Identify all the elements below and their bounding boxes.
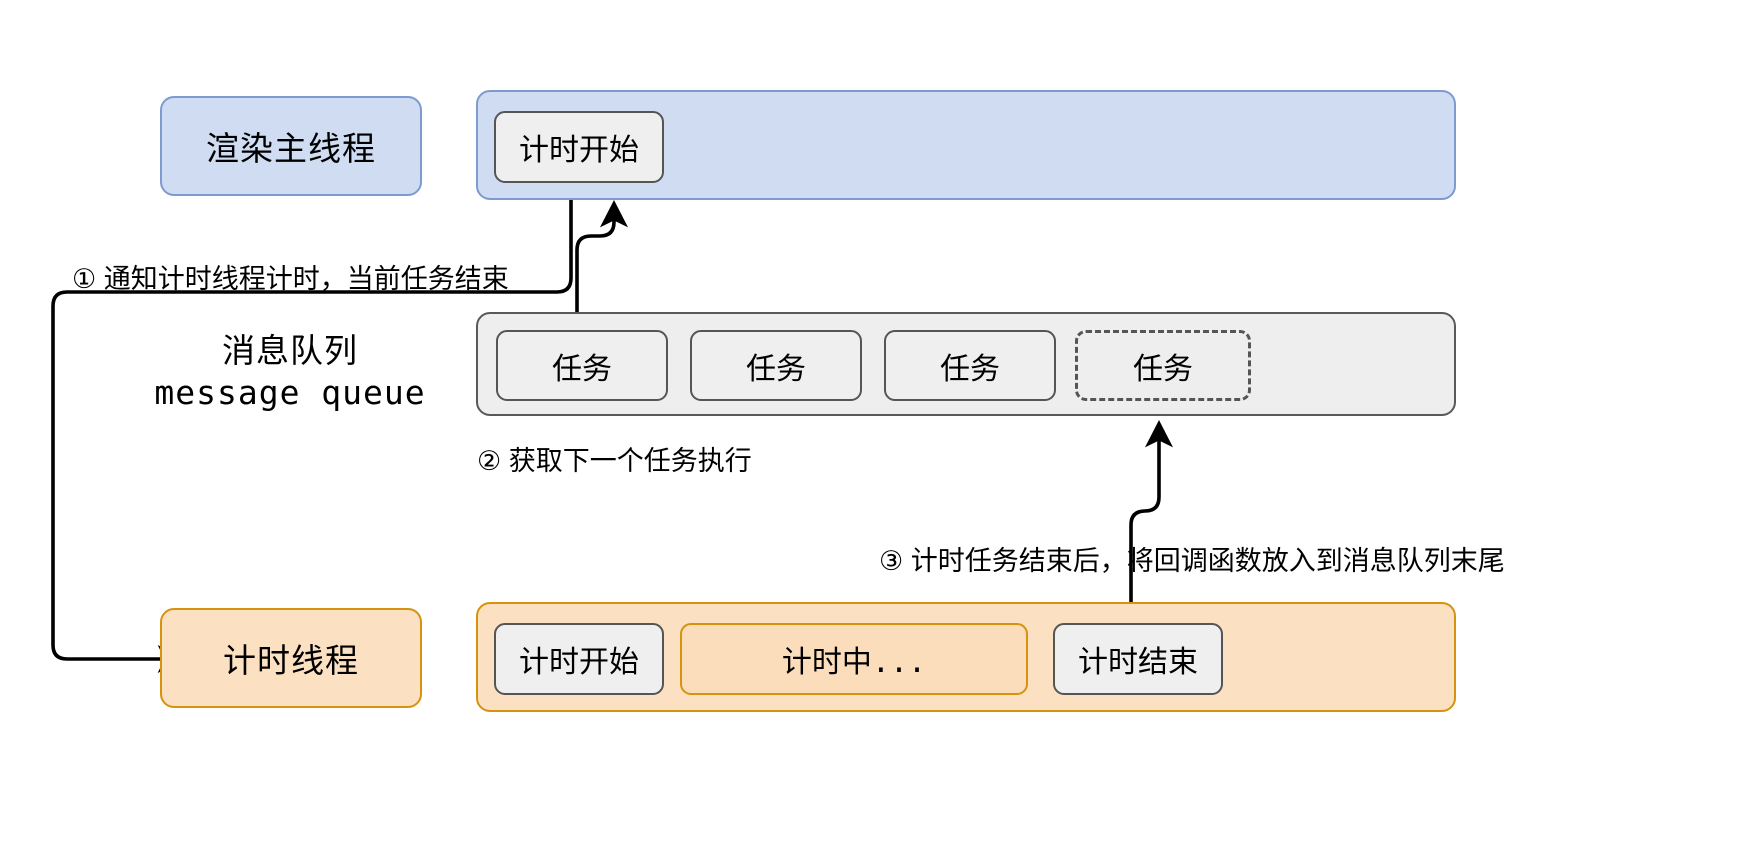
lane-label-message-queue-en: message queue: [154, 373, 426, 413]
queue-task-box-3[interactable]: 任务: [884, 330, 1056, 401]
lane-label-message-queue-cn: 消息队列: [222, 332, 358, 369]
arrow-step-2: [575, 199, 629, 318]
lane-label-timer-thread: 计时线程: [160, 608, 422, 708]
lane-label-main-thread: 渲染主线程: [160, 96, 422, 196]
timer-box-timing-end-label: 计时结束: [1078, 646, 1198, 679]
lane-main-thread: 计时开始: [476, 90, 1456, 200]
timer-box-timing-running-label: 计时中...: [781, 645, 927, 680]
arrow-step-3: [1129, 419, 1174, 625]
annotation-step-3: ③ 计时任务结束后，将回调函数放入到消息队列末尾: [879, 548, 1505, 575]
main-thread-box-timing-start-label: 计时开始: [519, 134, 639, 167]
queue-task-box-3-label: 任务: [940, 352, 1000, 386]
main-thread-box-timing-start[interactable]: 计时开始: [494, 111, 664, 183]
timer-box-timing-end[interactable]: 计时结束: [1053, 623, 1223, 695]
lane-label-timer-thread-text: 计时线程: [223, 642, 359, 679]
annotation-step-3-text: ③ 计时任务结束后，将回调函数放入到消息队列末尾: [879, 546, 1505, 576]
queue-task-box-1-label: 任务: [552, 352, 612, 386]
lane-message-queue: 任务 任务 任务 任务: [476, 312, 1456, 416]
queue-task-box-1[interactable]: 任务: [496, 330, 668, 401]
lane-label-main-thread-text: 渲染主线程: [206, 130, 376, 167]
queue-task-box-2-label: 任务: [746, 352, 806, 386]
queue-task-box-4-pending[interactable]: 任务: [1075, 330, 1251, 401]
annotation-step-2: ② 获取下一个任务执行: [477, 448, 752, 475]
queue-task-box-4-pending-label: 任务: [1133, 352, 1193, 386]
timer-box-timing-start-label: 计时开始: [519, 646, 639, 679]
lane-timer-thread: 计时开始 计时中... 计时结束: [476, 602, 1456, 712]
lane-label-message-queue: 消息队列 message queue: [140, 330, 440, 422]
annotation-step-1-text: ① 通知计时线程计时，当前任务结束: [72, 264, 509, 294]
timer-box-timing-start[interactable]: 计时开始: [494, 623, 664, 695]
queue-task-box-2[interactable]: 任务: [690, 330, 862, 401]
annotation-step-2-text: ② 获取下一个任务执行: [477, 446, 752, 476]
annotation-step-1: ① 通知计时线程计时，当前任务结束: [72, 266, 509, 293]
timer-box-timing-running[interactable]: 计时中...: [680, 623, 1028, 695]
